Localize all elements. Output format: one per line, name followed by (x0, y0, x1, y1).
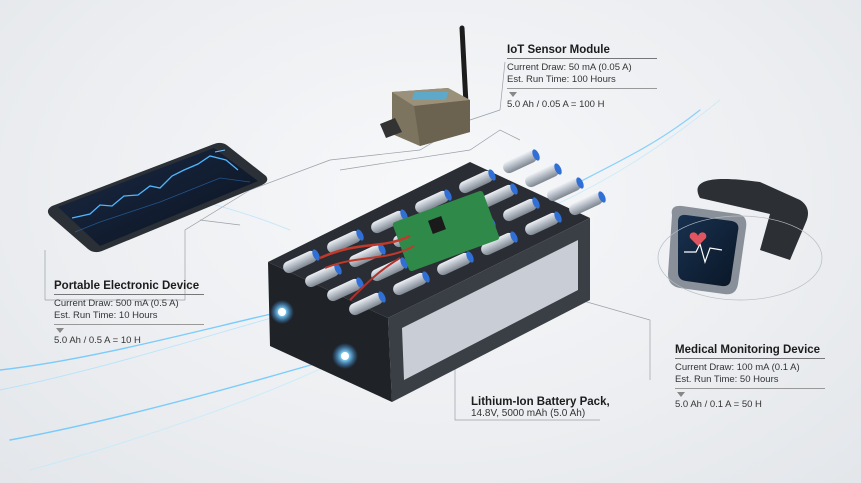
battery-cell-cap (378, 291, 386, 303)
battery-pack-illustration (268, 149, 606, 402)
battery-cell-cap (488, 169, 496, 181)
battery-cell (305, 264, 339, 288)
medical-title: Medical Monitoring Device (675, 344, 821, 356)
iot-callout: IoT Sensor Module Current Draw: 50 mA (0… (507, 44, 657, 110)
iot-calc: 5.0 Ah / 0.05 A = 100 H (507, 99, 605, 110)
medical-arrow-icon (677, 392, 685, 397)
battery-cell (371, 258, 405, 282)
battery-cell-cap (554, 211, 562, 223)
iot-rule-bottom (507, 88, 657, 89)
battery-cell-cap (378, 243, 386, 255)
battery-cell-cap (598, 191, 606, 203)
medical-callout: Medical Monitoring Device Current Draw: … (675, 344, 825, 410)
iot-runtime: Est. Run Time: 100 Hours (507, 74, 616, 85)
battery-cell (569, 192, 603, 216)
smartphone-illustration (47, 142, 268, 253)
battery-cell (283, 250, 317, 274)
battery-cell-cap (334, 263, 342, 275)
battery-cell-cap (554, 163, 562, 175)
battery-cell (437, 252, 471, 276)
battery-cell-cap (422, 271, 430, 283)
medical-rule (675, 358, 825, 359)
battery-cell (525, 164, 559, 188)
iot-arrow-icon (509, 92, 517, 97)
portable-callout: Portable Electronic Device Current Draw:… (54, 280, 204, 346)
phone-chart-line (71, 155, 239, 219)
battery-cell-cap (356, 277, 364, 289)
battery-cell (415, 190, 449, 214)
energy-streaks (0, 99, 721, 471)
medical-rule-bottom (675, 388, 825, 389)
battery-callout: Lithium-Ion Battery Pack, 14.8V, 5000 mA… (471, 396, 611, 420)
battery-cell (459, 170, 493, 194)
battery-cell-cap (532, 197, 540, 209)
portable-arrow-icon (56, 328, 64, 333)
iot-module-illustration (380, 25, 470, 146)
iot-rule (507, 58, 657, 59)
battery-cell (371, 210, 405, 234)
battery-cell (349, 244, 383, 268)
medical-calc: 5.0 Ah / 0.1 A = 50 H (675, 399, 762, 410)
battery-cell (393, 272, 427, 296)
battery-cell (327, 230, 361, 254)
battery-cell-cap (356, 229, 364, 241)
battery-cell-cap (312, 249, 320, 261)
battery-cell-cap (444, 189, 452, 201)
battery-cell-cap (510, 231, 518, 243)
portable-rule (54, 294, 204, 295)
battery-cell (349, 292, 383, 316)
battery-cell-cap (532, 149, 540, 161)
portable-calc: 5.0 Ah / 0.5 A = 10 H (54, 335, 141, 346)
iot-title: IoT Sensor Module (507, 44, 610, 56)
portable-runtime: Est. Run Time: 10 Hours (54, 310, 158, 321)
battery-cell (503, 198, 537, 222)
battery-cell-cap (466, 251, 474, 263)
iot-current: Current Draw: 50 mA (0.05 A) (507, 62, 632, 73)
battery-cell-cap (510, 183, 518, 195)
portable-current: Current Draw: 500 mA (0.5 A) (54, 298, 179, 309)
battery-cell (503, 150, 537, 174)
portable-rule-bottom (54, 324, 204, 325)
battery-cell (481, 184, 515, 208)
battery-cell-cap (400, 209, 408, 221)
guide-lines (44, 61, 651, 421)
battery-cell-cap (576, 177, 584, 189)
battery-spec: 14.8V, 5000 mAh (5.0 Ah) (471, 408, 586, 419)
portable-title: Portable Electronic Device (54, 280, 200, 292)
battery-cell (327, 278, 361, 302)
battery-cell (547, 178, 581, 202)
smartwatch-illustration (657, 178, 823, 301)
battery-cell (525, 212, 559, 236)
medical-runtime: Est. Run Time: 50 Hours (675, 374, 779, 385)
medical-current: Current Draw: 100 mA (0.1 A) (675, 362, 800, 373)
battery-title: Lithium-Ion Battery Pack, (471, 396, 610, 408)
battery-cell (481, 232, 515, 256)
